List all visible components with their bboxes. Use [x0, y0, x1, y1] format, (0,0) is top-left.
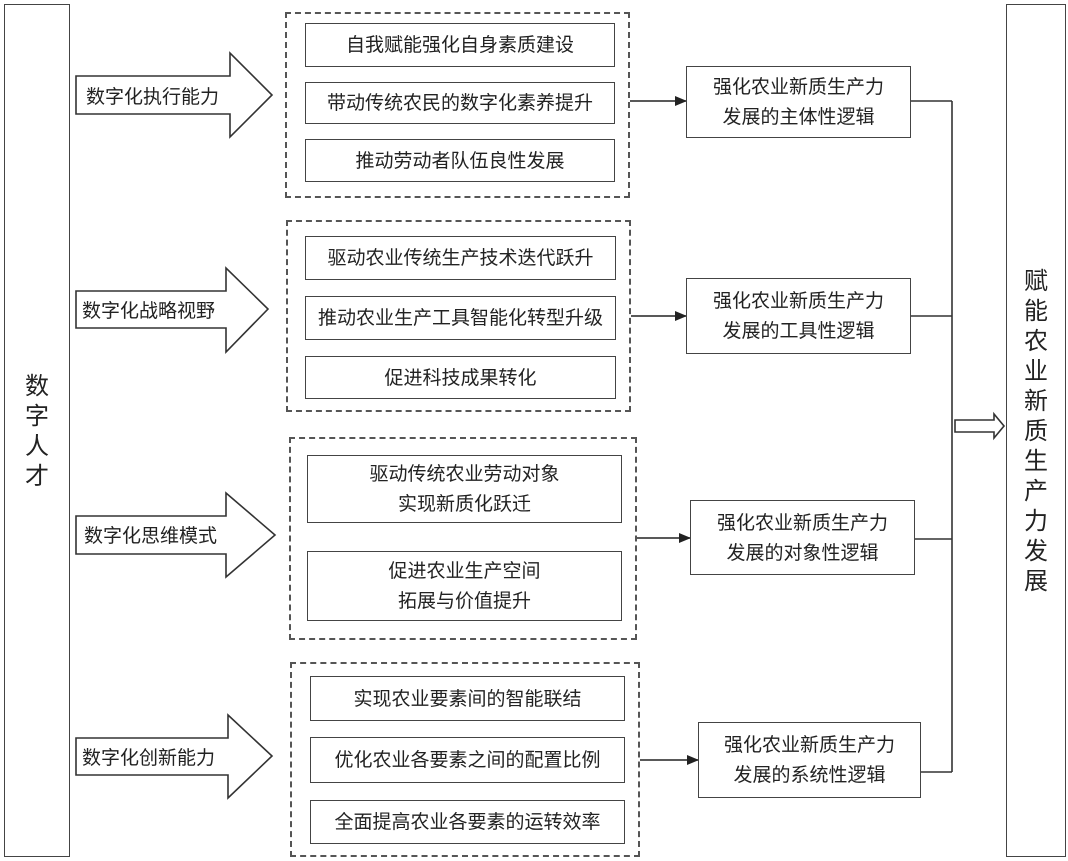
right-title-box: 赋能农业新质生产力发展 [1006, 4, 1066, 857]
logic-line: 发展的工具性逻辑 [722, 320, 875, 342]
logic-box-2: 强化农业新质生产力 发展的工具性逻辑 [686, 278, 911, 354]
path-box: 促进农业生产空间 拓展与价值提升 [307, 551, 622, 621]
right-title-char: 展 [1024, 566, 1048, 595]
left-title-char-4: 才 [25, 461, 49, 490]
right-title-char: 发 [1024, 536, 1048, 565]
logic-box-1: 强化农业新质生产力 发展的主体性逻辑 [686, 66, 911, 138]
path-line: 拓展与价值提升 [397, 590, 531, 612]
capability-arrow-4 [75, 713, 274, 800]
right-title-char: 赋 [1024, 266, 1048, 295]
right-title-char: 农 [1024, 326, 1048, 355]
right-title-char: 业 [1024, 356, 1048, 385]
right-title-char: 新 [1024, 386, 1048, 415]
path-box: 全面提高农业各要素的运转效率 [310, 800, 625, 844]
capability-label-4: 数字化创新能力 [82, 747, 216, 769]
right-title-char: 质 [1024, 416, 1048, 445]
left-title-box: 数 字 人 才 [4, 4, 70, 857]
capability-label-1: 数字化执行能力 [86, 86, 220, 108]
path-line: 驱动传统农业劳动对象 [369, 463, 560, 485]
left-title-char-2: 字 [25, 401, 49, 430]
capability-label-3: 数字化思维模式 [84, 525, 218, 547]
path-line: 促进农业生产空间 [388, 560, 541, 582]
right-title-char: 力 [1024, 506, 1048, 535]
right-title-char: 能 [1024, 296, 1048, 325]
bus-to-outcome-arrow [954, 411, 1006, 441]
logic-line: 强化农业新质生产力 [723, 734, 895, 756]
capability-arrow-3 [75, 491, 277, 579]
logic-line: 强化农业新质生产力 [712, 76, 884, 98]
path-box: 实现农业要素间的智能联结 [310, 676, 625, 721]
capability-arrow-2 [75, 266, 270, 354]
path-group-3 [289, 437, 637, 640]
path-box: 推动劳动者队伍良性发展 [305, 139, 615, 182]
path-line: 实现新质化跃迁 [397, 493, 531, 515]
left-title-char-3: 人 [25, 431, 49, 460]
path-box: 促进科技成果转化 [305, 356, 616, 399]
capability-arrow-1 [75, 51, 274, 139]
logic-box-3: 强化农业新质生产力 发展的对象性逻辑 [690, 500, 915, 575]
logic-line: 发展的对象性逻辑 [726, 541, 879, 564]
right-title-char: 生 [1024, 446, 1048, 475]
path-group-4 [290, 662, 640, 857]
left-title-char-1: 数 [25, 371, 49, 400]
right-title-char: 产 [1024, 476, 1048, 505]
logic-line: 强化农业新质生产力 [716, 511, 888, 534]
path-box: 优化农业各要素之间的配置比例 [310, 737, 625, 783]
path-group-1 [285, 12, 630, 198]
path-box: 推动农业生产工具智能化转型升级 [305, 296, 616, 340]
capability-label-2: 数字化战略视野 [82, 300, 216, 322]
logic-line: 强化农业新质生产力 [712, 290, 884, 312]
path-box: 带动传统农民的数字化素养提升 [305, 82, 615, 124]
path-box: 驱动传统农业劳动对象 实现新质化跃迁 [307, 455, 622, 523]
logic-box-4: 强化农业新质生产力 发展的系统性逻辑 [698, 722, 921, 798]
logic-line: 发展的主体性逻辑 [722, 106, 875, 128]
path-box: 驱动农业传统生产技术迭代跃升 [305, 236, 616, 280]
logic-line: 发展的系统性逻辑 [733, 764, 886, 786]
path-box: 自我赋能强化自身素质建设 [305, 23, 615, 67]
path-group-2 [286, 220, 631, 412]
